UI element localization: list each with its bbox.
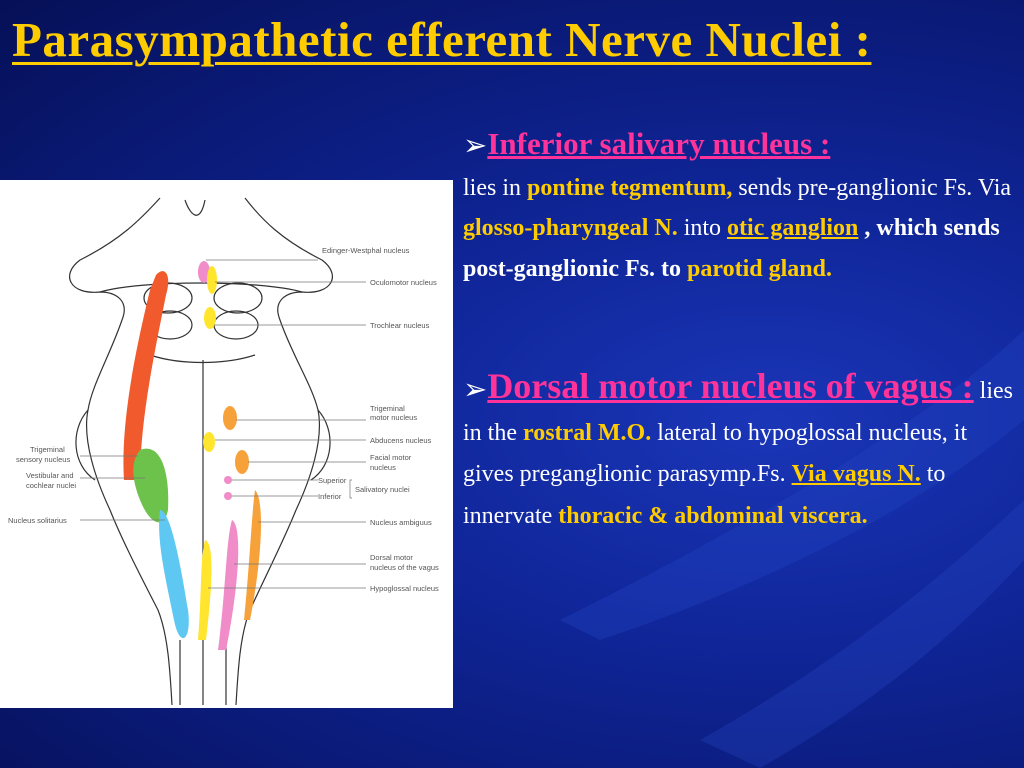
p2-highlight-vagus: Via vagus N.: [791, 461, 921, 487]
p1-text-1: lies in: [463, 174, 527, 201]
label-superior: Superior: [318, 476, 347, 485]
label-facial-motor-2: nucleus: [370, 463, 396, 472]
label-facial-motor-1: Facial motor: [370, 453, 412, 462]
p2-text-3: to innervate: [463, 461, 946, 529]
p2-highlight-viscera: thoracic & abdominal viscera.: [558, 502, 868, 529]
labels-right: Edinger-Westphal nucleus Oculomotor nucl…: [318, 246, 439, 593]
edinger-westphal-nucleus: [198, 261, 210, 283]
vestibular-cochlear-column: [133, 448, 169, 523]
brainstem-illustration: Edinger-Westphal nucleus Oculomotor nucl…: [8, 197, 439, 706]
p1-highlight-parotid: parotid gland.: [687, 255, 832, 282]
p1-highlight-glossopharyngeal: glosso-pharyngeal N.: [463, 215, 678, 241]
label-oculomotor: Oculomotor nucleus: [370, 278, 437, 287]
trigeminal-motor-nucleus: [223, 406, 237, 430]
label-edinger-westphal: Edinger-Westphal nucleus: [322, 246, 410, 255]
p1-text-4: , which sends post-ganglionic Fs. to: [463, 215, 1000, 282]
label-ambiguus: Nucleus ambiguus: [370, 518, 432, 527]
facial-motor-nucleus: [235, 450, 249, 474]
superior-salivatory-nucleus: [224, 476, 232, 484]
p2-highlight-rostral: rostral M.O.: [523, 419, 652, 446]
label-vestibular-2: cochlear nuclei: [26, 481, 76, 490]
heading-dorsal-motor-vagus: Dorsal motor nucleus of vagus :: [487, 366, 974, 406]
nucleus-ambiguus: [244, 490, 262, 620]
p1-highlight-otic: otic ganglion: [727, 215, 859, 241]
label-hypoglossal: Hypoglossal nucleus: [370, 584, 439, 593]
label-abducens: Abducens nucleus: [370, 436, 432, 445]
brainstem-outline: [69, 197, 333, 706]
inferior-salivatory-nucleus: [224, 492, 232, 500]
trochlear-nucleus: [204, 307, 216, 329]
oculomotor-nucleus: [207, 266, 217, 294]
p2-text-2: lateral to hypoglossal nucleus, it gives…: [463, 419, 968, 488]
p1-text-3: into: [677, 215, 728, 241]
leader-lines: [80, 259, 366, 589]
label-trigeminal-motor-2: motor nucleus: [370, 413, 417, 422]
label-vestibular-1: Vestibular and: [26, 471, 74, 480]
nuclei-colored-columns: [123, 261, 262, 650]
dorsal-motor-vagus: [218, 520, 239, 650]
label-dorsal-motor-1: Dorsal motor: [370, 553, 413, 562]
p1-highlight-pontine: pontine tegmentum,: [527, 174, 733, 201]
slide-title: Parasympathetic efferent Nerve Nuclei :: [12, 12, 872, 67]
p2-text-1: lies in the: [463, 378, 1013, 446]
p1-text-2: sends pre-ganglionic Fs. Via: [732, 174, 1012, 201]
hypoglossal-nucleus: [198, 540, 212, 640]
paragraph-dorsal-motor-vagus: ➢Dorsal motor nucleus of vagus : lies in…: [463, 366, 1015, 537]
label-dorsal-motor-2: nucleus of the vagus: [370, 563, 439, 572]
heading-inferior-salivary: Inferior salivary nucleus :: [487, 126, 831, 161]
label-trigeminal-sensory-1: Trigeminal: [30, 445, 65, 454]
label-inferior: Inferior: [318, 492, 342, 501]
abducens-nucleus: [203, 432, 215, 452]
label-trigeminal-motor-1: Trigeminal: [370, 404, 405, 413]
label-trochlear: Trochlear nucleus: [370, 321, 430, 330]
paragraph-inferior-salivary: ➢Inferior salivary nucleus : lies in pon…: [463, 124, 1015, 289]
bullet-arrow-icon: ➢: [463, 128, 488, 162]
label-trigeminal-sensory-2: sensory nucleus: [16, 455, 70, 464]
solitarius-column: [159, 510, 189, 639]
label-salivatory: Salivatory nuclei: [355, 485, 410, 494]
label-solitarius: Nucleus solitarius: [8, 516, 67, 525]
labels-left: Trigeminal sensory nucleus Vestibular an…: [8, 445, 76, 525]
salivatory-bracket: [349, 479, 352, 499]
trigeminal-sensory-column: [123, 271, 169, 480]
brainstem-diagram: Edinger-Westphal nucleus Oculomotor nucl…: [0, 180, 453, 708]
bullet-arrow-icon: ➢: [463, 372, 488, 406]
